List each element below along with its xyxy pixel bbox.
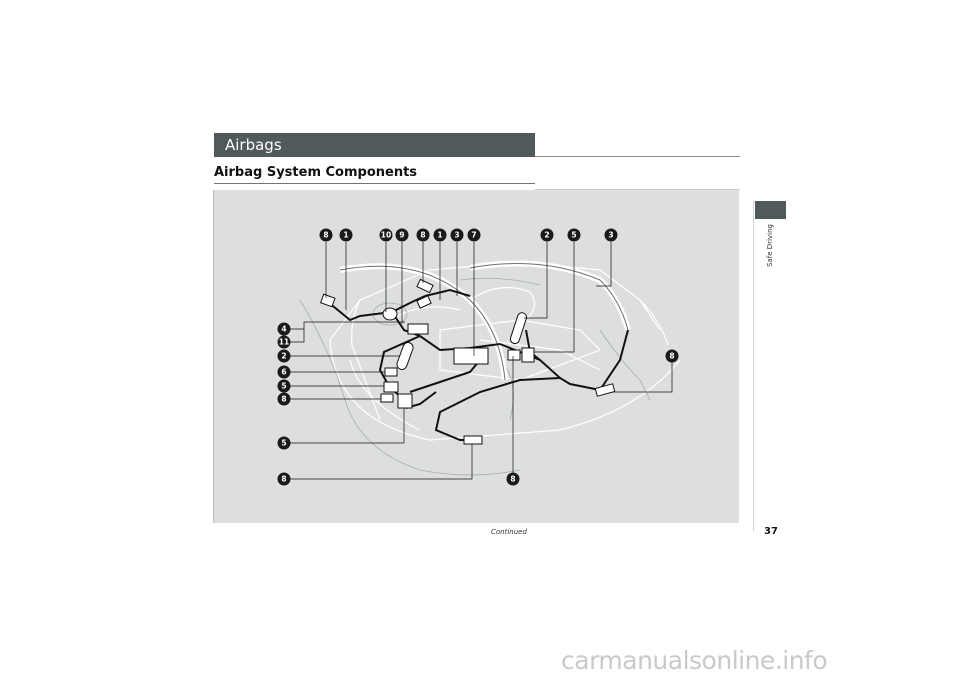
- section-divider: [214, 183, 535, 184]
- callout-marker: 8: [416, 228, 430, 242]
- svg-text:2: 2: [544, 231, 549, 240]
- svg-text:8: 8: [281, 475, 286, 484]
- callout-marker: 11: [277, 335, 291, 349]
- callout-marker: 8: [277, 392, 291, 406]
- svg-text:9: 9: [399, 231, 404, 240]
- callout-markers: 8 1 10 9 8 1 3 7 2 5 3 4 11 2 6 5 8 5 8 …: [277, 228, 679, 486]
- section-title: Airbag System Components: [214, 165, 418, 180]
- callout-marker: 3: [450, 228, 464, 242]
- svg-text:10: 10: [381, 231, 391, 240]
- svg-text:11: 11: [279, 338, 289, 347]
- svg-text:6: 6: [281, 368, 286, 377]
- svg-text:4: 4: [281, 325, 286, 334]
- figure-top-divider: [535, 189, 740, 190]
- page-number: 37: [764, 526, 778, 537]
- svg-text:5: 5: [281, 439, 286, 448]
- callout-marker: 8: [319, 228, 333, 242]
- svg-text:3: 3: [454, 231, 459, 240]
- callout-marker: 1: [339, 228, 353, 242]
- airbag-components: [320, 278, 616, 445]
- callout-marker: 4: [277, 322, 291, 336]
- continued-note: Continued: [491, 528, 527, 536]
- callout-marker: 3: [604, 228, 618, 242]
- svg-text:8: 8: [323, 231, 328, 240]
- svg-text:1: 1: [437, 231, 442, 240]
- svg-text:8: 8: [281, 395, 286, 404]
- callout-marker: 10: [379, 228, 393, 242]
- callout-marker: 8: [277, 472, 291, 486]
- watermark-text: carmanualsonline.info: [561, 646, 828, 675]
- figure-left-divider: [213, 190, 214, 523]
- svg-text:8: 8: [669, 352, 674, 361]
- callout-marker: 1: [433, 228, 447, 242]
- callout-marker: 2: [277, 349, 291, 363]
- page-header: Airbags: [214, 133, 535, 157]
- callout-marker: 6: [277, 365, 291, 379]
- svg-text:7: 7: [471, 231, 476, 240]
- svg-text:3: 3: [608, 231, 613, 240]
- chapter-tab[interactable]: [755, 201, 786, 219]
- svg-text:5: 5: [571, 231, 576, 240]
- callout-marker: 5: [567, 228, 581, 242]
- car-body-outline: [329, 261, 681, 441]
- callout-marker: 8: [506, 472, 520, 486]
- callout-marker: 2: [540, 228, 554, 242]
- header-title: Airbags: [225, 136, 282, 154]
- callout-marker: 9: [395, 228, 409, 242]
- header-divider: [535, 156, 740, 157]
- callout-marker: 5: [277, 379, 291, 393]
- callout-marker: 7: [467, 228, 481, 242]
- svg-text:1: 1: [343, 231, 348, 240]
- svg-text:8: 8: [510, 475, 515, 484]
- callout-marker: 8: [665, 349, 679, 363]
- leader-lines: [290, 242, 673, 480]
- callout-marker: 5: [277, 436, 291, 450]
- svg-text:5: 5: [281, 382, 286, 391]
- svg-text:8: 8: [420, 231, 425, 240]
- svg-text:2: 2: [281, 352, 286, 361]
- side-divider: [753, 201, 754, 531]
